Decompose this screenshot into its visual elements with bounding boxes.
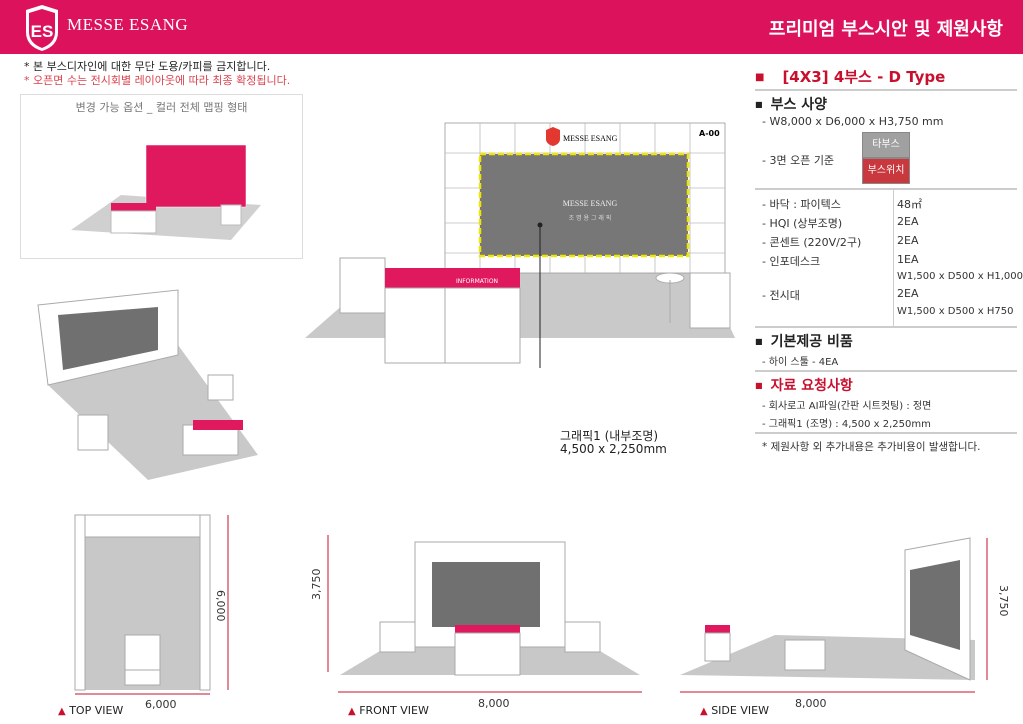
graphic-text: 조 명 용 그 래 픽 bbox=[569, 214, 612, 222]
booth-spec-heading: ■부스 사양 bbox=[755, 97, 827, 113]
spec-item-label: - 콘센트 (220V/2구) bbox=[762, 236, 862, 249]
top-view-drawing bbox=[74, 514, 229, 695]
spec-item-label: - 바닥 : 파이텍스 bbox=[762, 198, 841, 211]
copyright-note: * 본 부스디자인에 대한 무단 도용/카피를 금지합니다. bbox=[24, 60, 271, 73]
front-view-drawing bbox=[327, 535, 642, 693]
spec-item-label: - 인포데스크 bbox=[762, 255, 821, 268]
spec-item-value: 48㎡ bbox=[897, 198, 922, 211]
side-view-label: ▲ SIDE VIEW bbox=[700, 704, 769, 717]
spec-item-label: - HQI (상부조명) bbox=[762, 217, 843, 230]
spec-item-value: 2EA bbox=[897, 215, 919, 228]
side-view-drawing bbox=[680, 537, 988, 693]
divider bbox=[755, 326, 1017, 328]
callout-title: 그래픽1 (내부조명) bbox=[560, 429, 659, 443]
footnote: * 제원사항 외 추가내용은 추가비용이 발생합니다. bbox=[762, 441, 981, 453]
booth-dimensions: - W8,000 x D6,000 x H3,750 mm bbox=[762, 115, 944, 128]
front-width-dim: 8,000 bbox=[478, 697, 510, 710]
spec-item-value: 2EA bbox=[897, 287, 919, 300]
page-title: 프리미엄 부스시안 및 제원사항 bbox=[768, 19, 1003, 40]
iso-booth-render bbox=[37, 289, 258, 480]
triangle-icon: ▲ bbox=[348, 706, 356, 717]
main-booth-render: MESSE ESANG A-00 MESSE ESANG 조 명 용 그 래 픽… bbox=[305, 122, 735, 368]
booth-number: A-00 bbox=[699, 129, 720, 138]
triangle-icon: ▲ bbox=[700, 706, 708, 717]
option-box: 변경 가능 옵션 _ 컬러 전체 맵핑 형태 bbox=[20, 94, 303, 259]
triangle-icon: ▲ bbox=[58, 706, 66, 717]
supplies-item: - 하이 스툴 - 4EA bbox=[762, 357, 839, 368]
logo-shield-icon: ES bbox=[26, 5, 58, 51]
side-width-dim: 8,000 bbox=[795, 697, 827, 710]
request-item: - 그래픽1 (조명) : 4,500 x 2,250mm bbox=[762, 419, 931, 430]
open-side-note: * 오픈면 수는 전시회별 레이아웃에 따라 최종 확정됩니다. bbox=[24, 74, 291, 87]
front-view-label: ▲ FRONT VIEW bbox=[348, 704, 429, 717]
request-heading: ■자료 요청사항 bbox=[755, 378, 853, 394]
other-booth-cell: 타부스 bbox=[862, 132, 910, 158]
supplies-heading: ■기본제공 비품 bbox=[755, 334, 853, 350]
spec-item-value: 1EA bbox=[897, 253, 919, 266]
spec-item-detail: W1,500 x D500 x H1,000 bbox=[897, 271, 1023, 282]
brand-name: MESSE ESANG bbox=[67, 15, 189, 34]
booth-position-cell: 부스위치 bbox=[862, 158, 910, 184]
divider bbox=[755, 370, 1017, 372]
spec-item-value: 2EA bbox=[897, 234, 919, 247]
svg-text:ES: ES bbox=[31, 22, 54, 41]
top-width-dim: 6,000 bbox=[145, 698, 177, 711]
divider bbox=[755, 89, 1017, 91]
divider bbox=[755, 188, 1017, 190]
graphic-brand: MESSE ESANG bbox=[563, 199, 618, 208]
callout-size: 4,500 x 2,250mm bbox=[560, 442, 667, 456]
side-height-dim: 3,750 bbox=[997, 585, 1010, 617]
render-brand: MESSE ESANG bbox=[563, 134, 618, 143]
request-item: - 회사로고 AI파일(간판 시트컷팅) : 정면 bbox=[762, 401, 932, 412]
spec-item-detail: W1,500 x D500 x H750 bbox=[897, 306, 1014, 317]
desk-label: INFORMATION bbox=[456, 278, 498, 285]
open-side-label: - 3면 오픈 기준 bbox=[762, 154, 835, 167]
spec-item-label: - 전시대 bbox=[762, 289, 800, 302]
option-caption: 변경 가능 옵션 _ 컬러 전체 맵핑 형태 bbox=[75, 101, 248, 114]
top-view-label: ▲ TOP VIEW bbox=[58, 704, 124, 717]
divider bbox=[755, 432, 1017, 434]
divider bbox=[893, 190, 894, 326]
front-height-dim: 3,750 bbox=[310, 568, 323, 601]
type-title: ■[4X3] 4부스 - D Type bbox=[755, 68, 946, 86]
top-depth-dim: 6,000 bbox=[214, 590, 227, 622]
header-bar: ES MESSE ESANG 프리미엄 부스시안 및 제원사항 bbox=[0, 0, 1023, 54]
option-booth-render bbox=[71, 144, 261, 240]
